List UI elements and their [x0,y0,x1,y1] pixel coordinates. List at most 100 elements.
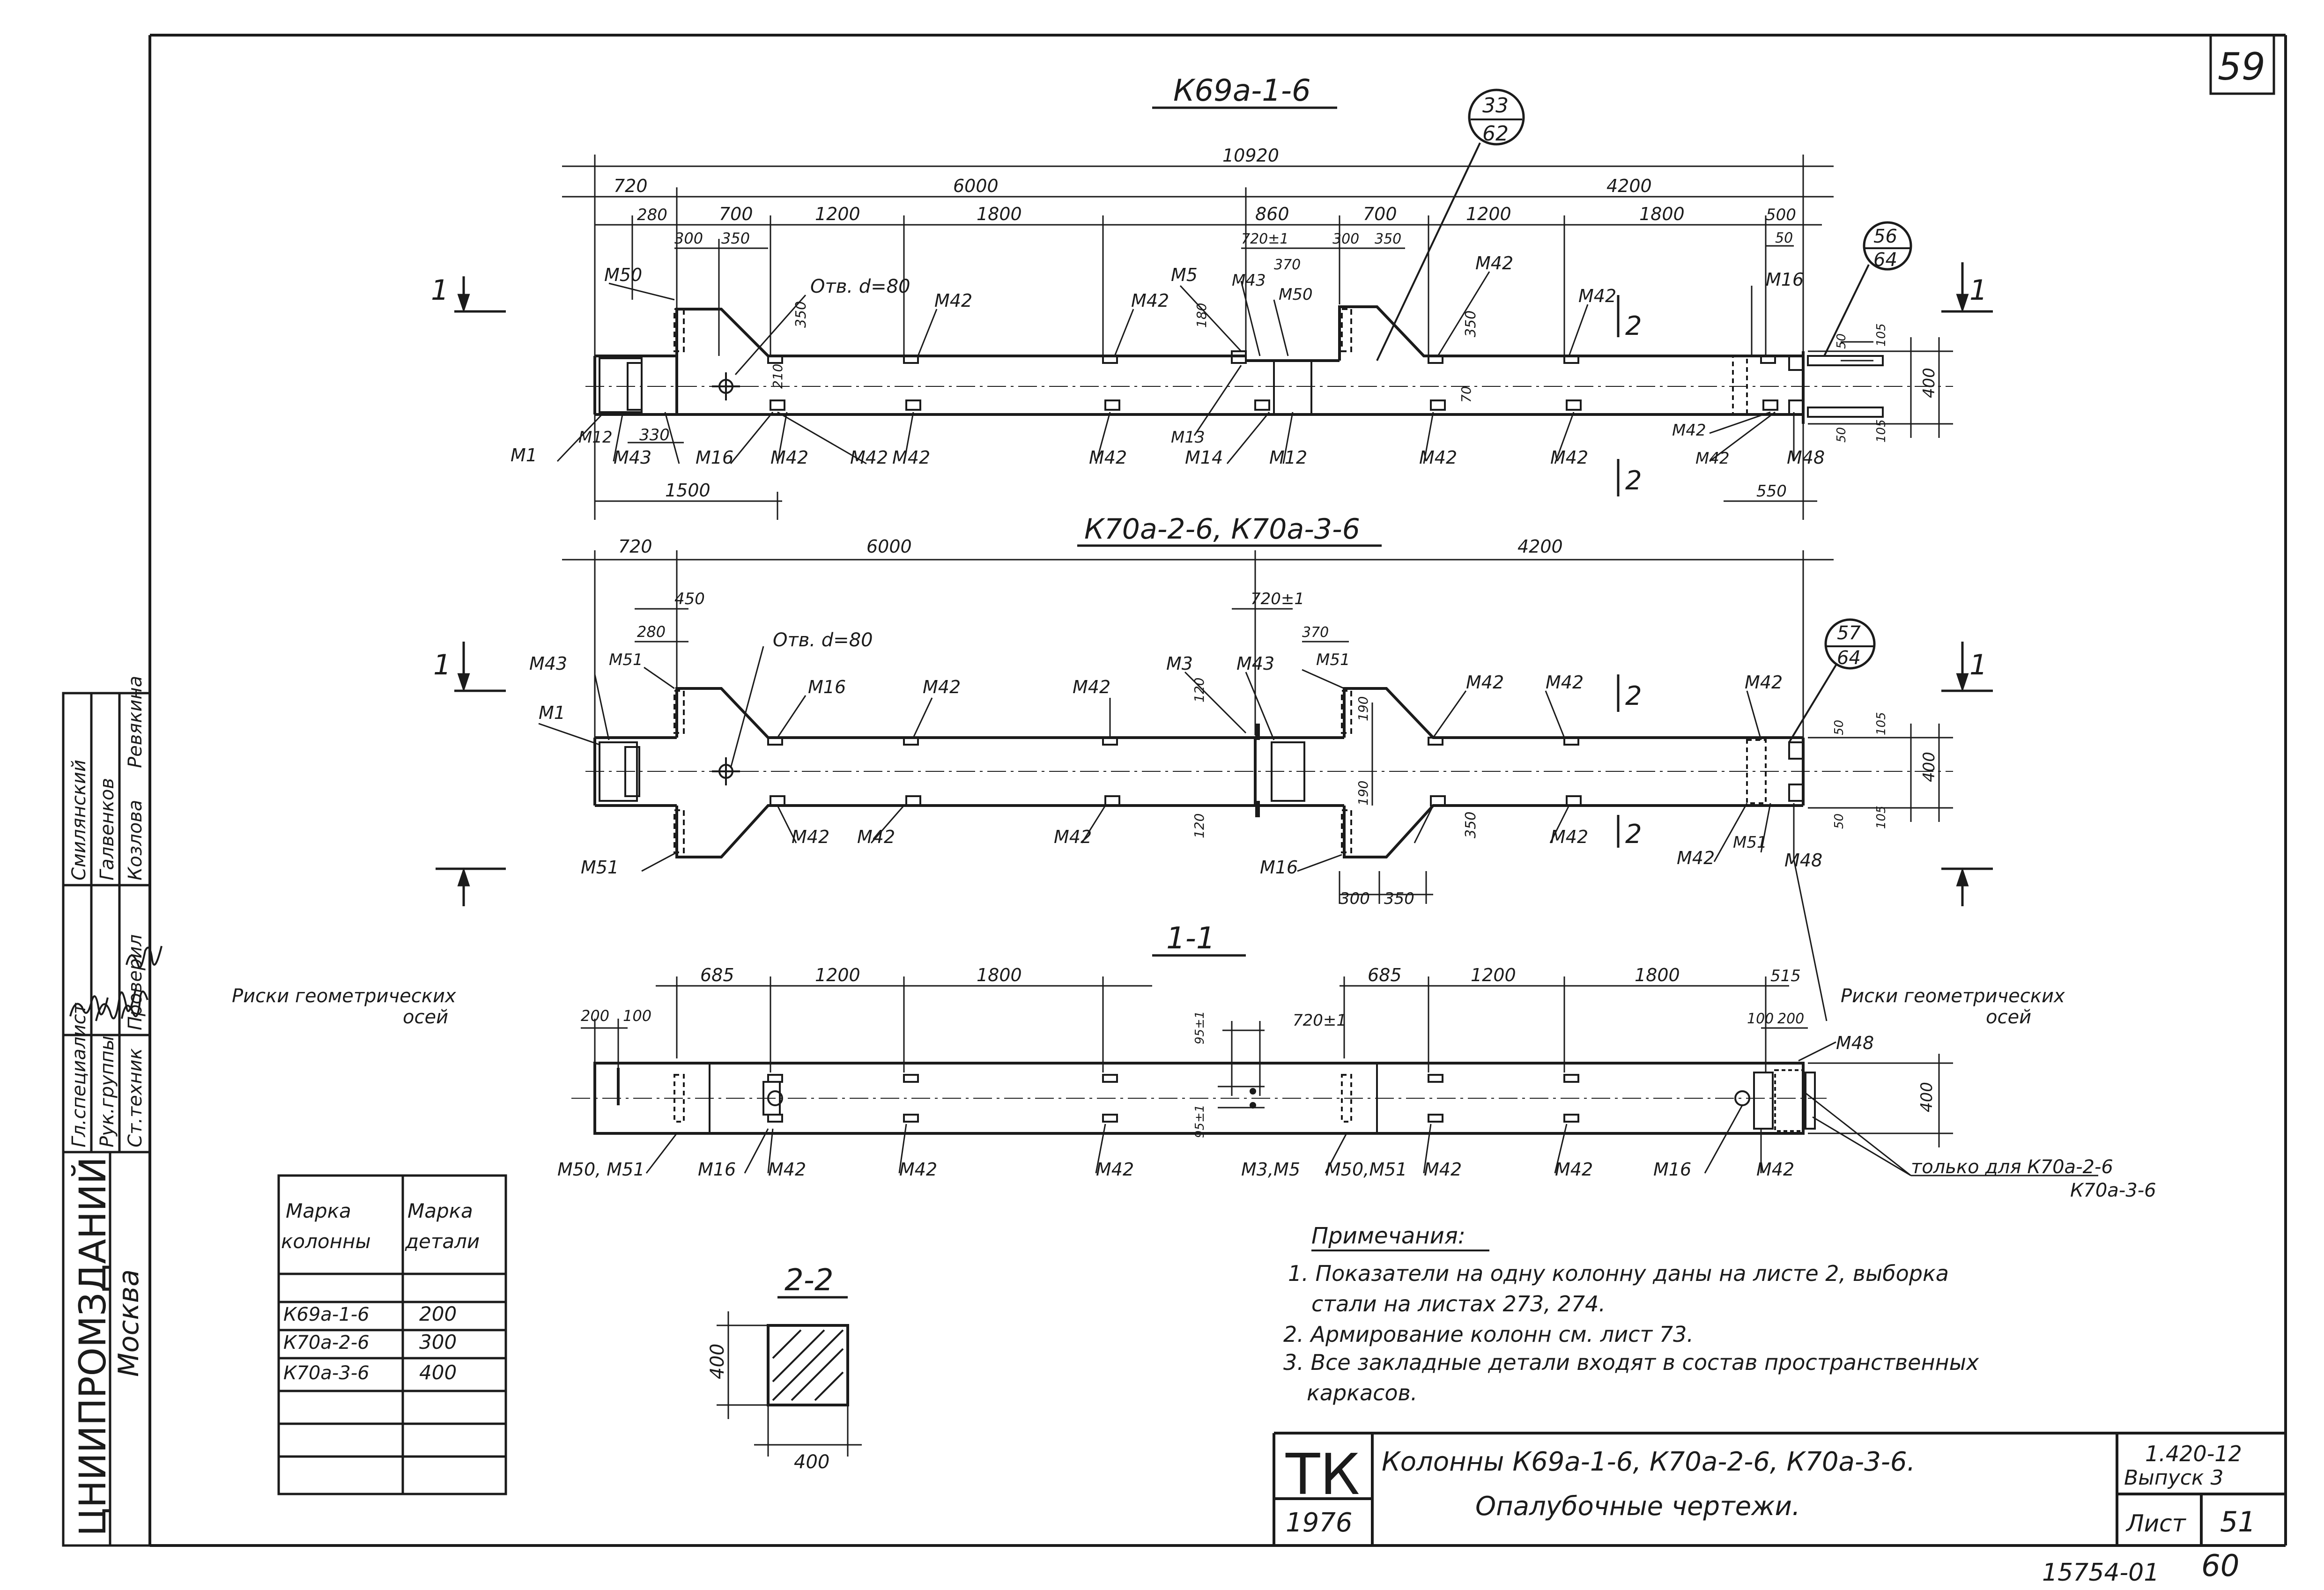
label-11-m48: М48 [1836,1033,1874,1053]
dim-a-50: 50 [1775,230,1793,246]
dim-a-720pm: 720±1 [1241,231,1288,247]
hole-label-a: Отв. d=80 [810,276,910,297]
dim-a-50r: 50 [1835,333,1849,349]
dim-a-210: 210 [770,364,785,389]
dim-a-1800b: 1800 [1639,204,1685,224]
dim-a-700: 700 [719,204,753,224]
label-b-m16: М16 [808,677,846,697]
notes-line-2: стали на листах 273, 274. [1311,1291,1606,1316]
label-11-m42-6: М42 [1756,1159,1794,1180]
stamp-name-1: Смилянский [68,760,90,880]
dim-b-370: 370 [1302,624,1329,641]
title-block-title-line2: Опалубочные чертежи. [1475,1491,1800,1522]
notes-line-1: 1. Показатели на одну колонну даны на ли… [1288,1261,1949,1286]
label-11-m16: М16 [698,1159,736,1180]
table-row-2-col: К70а-2-6 [283,1332,370,1353]
risks-left-line2: осей [403,1006,448,1028]
label-b-m48: М48 [1784,850,1822,871]
label-a-m42-11: М42 [1672,421,1706,440]
label-a-m42-8: М42 [1089,447,1127,468]
label-b-m42-2: М42 [1073,677,1110,697]
label-b-m51: М51 [609,651,643,669]
label-a-m14: М14 [1185,447,1223,468]
label-b-m43: М43 [529,653,567,674]
callout-56-64: 56 64 [1823,221,1912,356]
label-11-m16b: М16 [1653,1159,1691,1180]
leaders-b [538,646,1828,1021]
notes-line-4: 3. Все закладные детали входят в состав … [1283,1350,1979,1375]
dim-a-280: 280 [637,206,667,224]
stamp-name-3: Козлова [125,800,146,880]
callout-a-top: 33 [1482,94,1509,118]
section-mark-b-2-bottom: 2 [1625,819,1642,850]
callout-a2-bottom: 64 [1873,249,1897,271]
section-mark-b-1-left: 1 [433,649,451,681]
dim-a-720: 720 [614,176,648,196]
dim-b-50a: 50 [1832,720,1846,735]
title-block: ТК 1976 Колонны К69а-1-6, К70а-2-6, К70а… [1273,1432,2286,1546]
dim-22-horizontal: 400 [794,1451,829,1473]
callout-a-bottom: 62 [1482,122,1509,146]
label-b-m42-1: М42 [923,677,961,697]
left-stamp: Гл.специалист Рук.группы Ст.техник Смиля… [62,676,163,1547]
label-11-m3-m5: М3,М5 [1241,1159,1300,1180]
stamp-role-1: Гл.специалист [68,1002,90,1147]
dim-11-200: 200 [581,1007,609,1025]
corner-sheet-box: 59 [2209,35,2275,95]
table-row-1-col: К69а-1-6 [283,1304,370,1325]
corner-sheet-number: 59 [2218,45,2265,89]
callout-57-64: 57 64 [1788,618,1876,743]
label-b-m42-5: М42 [1745,672,1783,693]
section-mark-b-1-right: 1 [1969,649,1987,681]
leaders-a [556,271,1795,465]
callout-a2-top: 56 [1873,226,1897,247]
notes-line-5: каркасов. [1307,1380,1417,1405]
label-b-m42-10: М51 [1733,833,1767,852]
dim-b-720pm: 720±1 [1251,590,1304,608]
dim-a-105a: 105 [1874,323,1888,347]
dim-11-1200: 1200 [815,965,860,985]
dim-b-6000: 6000 [866,536,912,557]
stamp-role-3: Ст.техник [125,1048,146,1147]
label-b-m51c: М51 [581,857,619,878]
section-22-square [767,1324,849,1406]
stamp-role-2: Рук.группы [96,1035,118,1147]
dim-11-400: 400 [1917,1082,1936,1112]
title-block-sheet-number: 51 [2220,1506,2256,1538]
dim-a-1200b: 1200 [1466,204,1511,224]
label-a-m42-2: М42 [1131,290,1169,311]
dim-a-50r2: 50 [1835,427,1849,443]
dim-a-350: 350 [721,229,750,247]
dim-11-100b: 100 [1747,1011,1774,1027]
label-a-m5: М5 [1171,265,1198,285]
label-b-m1: М1 [539,703,565,723]
stamp-role-4: Проверил [125,934,146,1030]
section-22-title: 2-2 [785,1263,834,1298]
label-a-m42-3: М42 [1475,253,1513,274]
dim-11-100: 100 [623,1007,651,1025]
label-11-m42-3: М42 [1096,1159,1134,1180]
label-11-m42-2: М42 [899,1159,937,1180]
dim-b-190b: 190 [1355,781,1371,806]
dim-a-6000: 6000 [953,176,999,196]
title-block-series: 1.420-12 [2145,1441,2242,1466]
risks-right-line2: осей [1986,1006,2031,1028]
stamp-org: ЦНИИПРОМЗДАНИЙ [71,1157,114,1536]
table-header-col1-line2: колонны [281,1230,371,1253]
label-b-m43b: М43 [1236,653,1274,674]
dim-a-10920: 10920 [1222,145,1279,166]
dimensions-11 [581,976,1953,1147]
dim-b-120b: 120 [1192,813,1207,838]
dim-a-4200: 4200 [1606,176,1652,196]
dim-b-450: 450 [674,590,705,608]
section-2-2: 2-2 400 400 [707,1263,862,1473]
dim-a-350b: 350 [1375,231,1401,247]
title-block-title-line1: Колонны К69а-1-6, К70а-2-6, К70а-3-6. [1382,1447,1915,1477]
bottom-code: 15754-01 [2042,1559,2159,1587]
table-header-col2-line2: детали [405,1230,480,1253]
section-11-title: 1-1 [1166,921,1215,956]
dim-b-280: 280 [637,623,666,641]
drawing-a-title: К69а-1-6 [1173,74,1311,108]
risks-left-line1: Риски геометрических [232,985,456,1007]
dim-a-700b: 700 [1363,204,1397,224]
